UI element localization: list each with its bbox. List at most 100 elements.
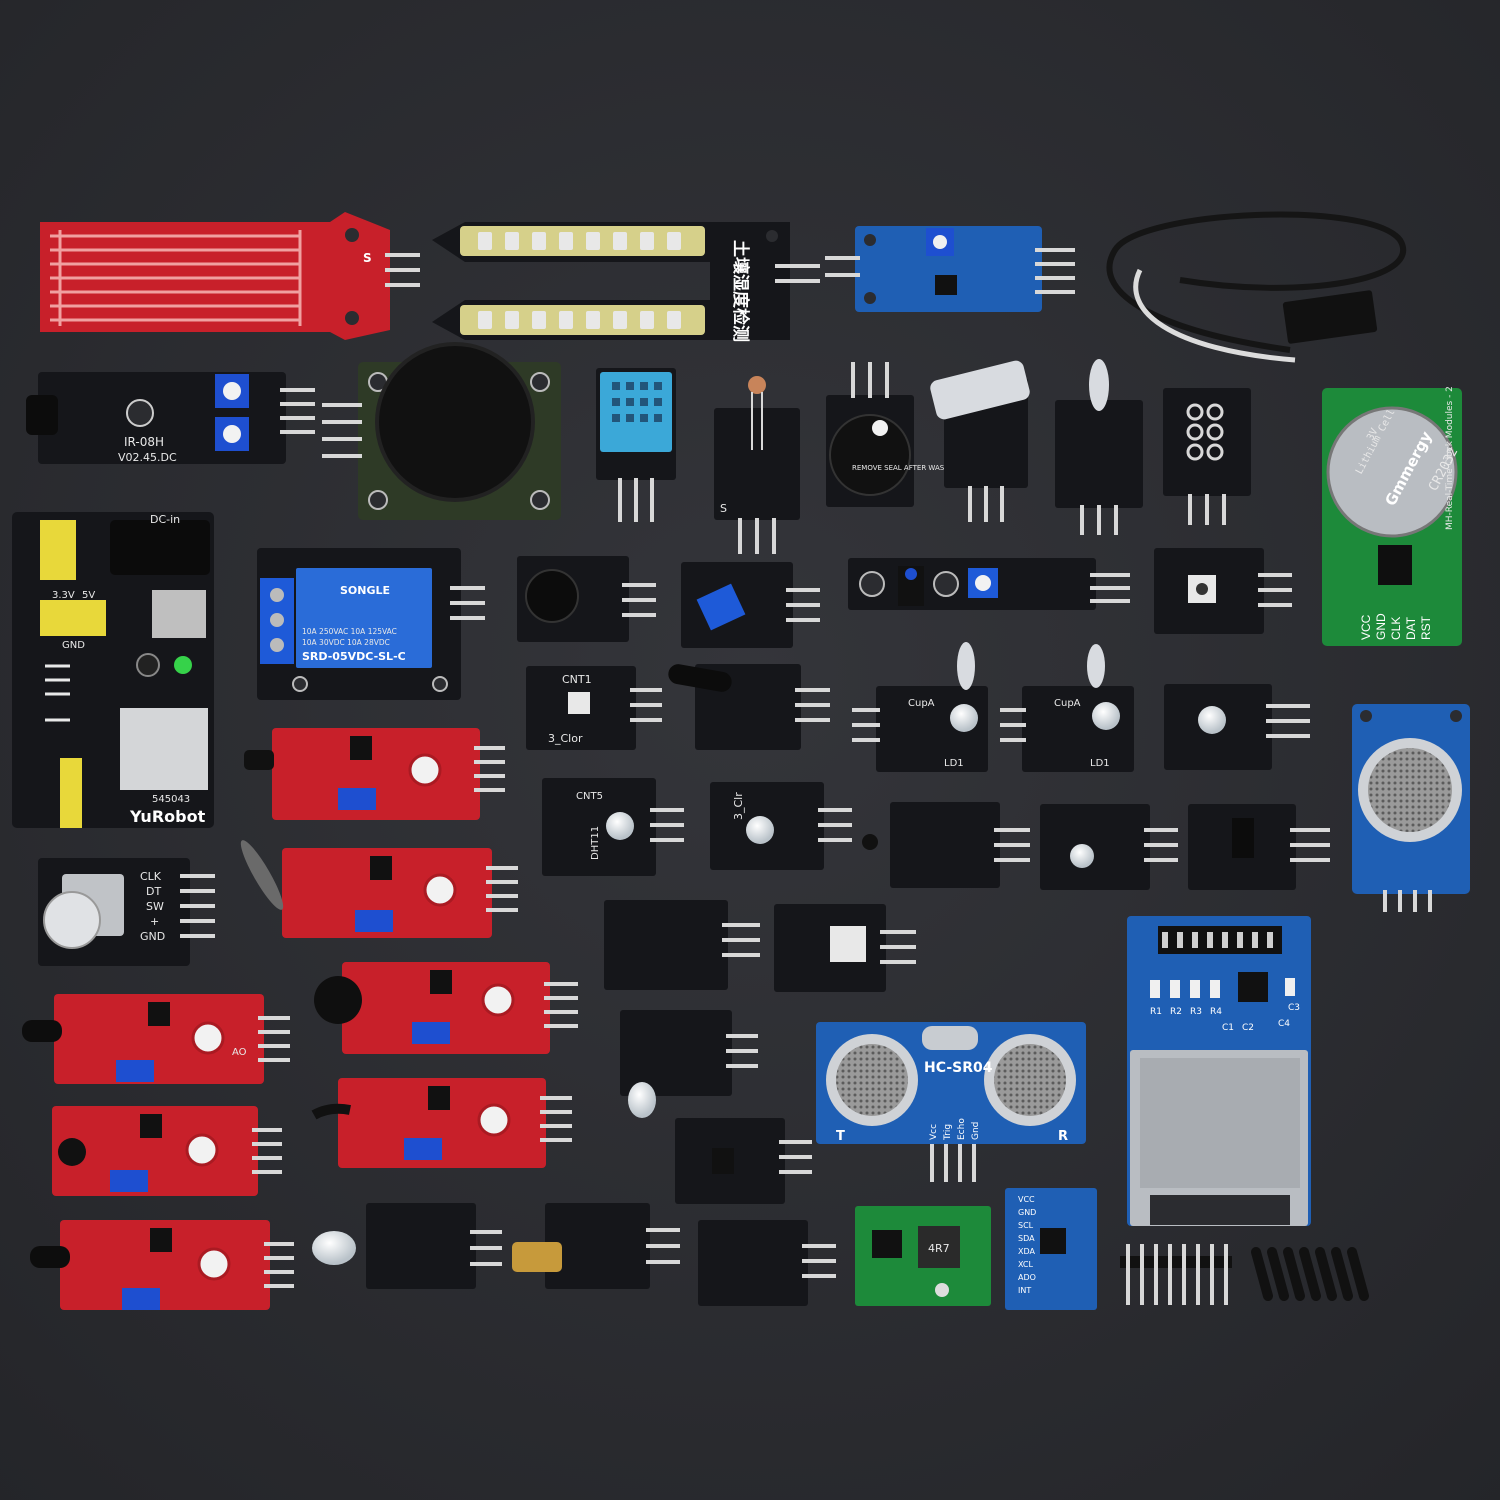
sd-label-r4: R4 bbox=[1210, 1007, 1222, 1017]
rtc-clock-module: Gmmergy CR2032 Lithium Cell 3V MH-Real-T… bbox=[1322, 386, 1462, 646]
flame-sensor-module-2 bbox=[30, 1220, 294, 1310]
hc-pin-gnd: Gnd bbox=[971, 1122, 981, 1140]
smd-rgb-led-module: CNT1 3_Clor bbox=[526, 666, 662, 750]
buck-label: 4R7 bbox=[928, 1242, 950, 1255]
encoder-pin-sw: SW bbox=[146, 900, 164, 913]
relay-model: SRD-05VDC-SL-C bbox=[302, 650, 406, 663]
relay-spec1: 10A 250VAC 10A 125VAC bbox=[302, 627, 397, 636]
magic-cup-module-1: CupA LD1 bbox=[852, 642, 988, 772]
rtc-battery-volt: 3V bbox=[1365, 427, 1380, 443]
rtc-pin-clk: CLK bbox=[1389, 617, 1403, 640]
flash-led-module bbox=[1164, 684, 1310, 770]
rtc-board-label: MH-Real-Time Clock Modules - 2 bbox=[1445, 386, 1455, 530]
dht11-label: DHT11 bbox=[590, 826, 601, 860]
soil-probe-label: 土壤湿度检测 bbox=[730, 240, 751, 342]
relay-module: SONGLE 10A 250VAC 10A 125VAC 10A 30VDC 1… bbox=[257, 548, 485, 700]
gyro-pin-scl: SCL bbox=[1018, 1221, 1034, 1230]
power-33v: 3.3V bbox=[52, 590, 75, 601]
sd-label-c3: C3 bbox=[1288, 1003, 1300, 1013]
gyro-pin-vcc: VCC bbox=[1018, 1195, 1035, 1204]
gyro-pin-xcl: XCL bbox=[1018, 1260, 1033, 1269]
hc-pin-echo: Echo bbox=[957, 1118, 967, 1140]
rgb1-label: 3_Clor bbox=[548, 732, 583, 745]
relay-spec2: 10A 30VDC 10A 28VDC bbox=[302, 638, 390, 647]
cnt5-label: CNT5 bbox=[576, 791, 603, 802]
cupa1-label: CupA bbox=[908, 698, 935, 709]
gyro-pin-xda: XDA bbox=[1018, 1247, 1036, 1256]
ir-board-label: IR-08H bbox=[124, 435, 164, 449]
line-tracking-module bbox=[848, 558, 1130, 610]
power-dc-in: DC-in bbox=[150, 513, 180, 526]
rotary-encoder-module: CLK DT SW + GND bbox=[38, 858, 215, 966]
hc-pin-vcc: Vcc bbox=[929, 1124, 939, 1140]
temp-sensor-module bbox=[244, 728, 505, 820]
rgb-led-module: 3_Clr bbox=[710, 782, 852, 870]
laser-module bbox=[512, 1203, 680, 1289]
sd-card-module: R1 R2 R3 R4 C1 C2 C3 C4 bbox=[1127, 916, 1311, 1226]
ld1-label: LD1 bbox=[944, 758, 964, 769]
cupa2-label: CupA bbox=[1054, 698, 1081, 709]
rtc-pin-gnd: GND bbox=[1374, 613, 1388, 640]
gyro-pin-gnd: GND bbox=[1018, 1208, 1036, 1217]
soil-moisture-probe: 土壤湿度检测 bbox=[432, 222, 820, 342]
small-ir-sensor-module bbox=[675, 1118, 812, 1204]
jumper-cable bbox=[1106, 211, 1406, 363]
tilt-switch-module bbox=[930, 360, 1030, 522]
sound-sensor-module-big bbox=[314, 962, 578, 1054]
light-blocking-module bbox=[698, 1220, 836, 1306]
ldr-pin-s: S bbox=[720, 502, 727, 515]
analog-temp-module bbox=[862, 802, 1030, 888]
right-angle-pin-header bbox=[1251, 1247, 1369, 1301]
reed-switch-module bbox=[240, 840, 518, 938]
sd-label-r3: R3 bbox=[1190, 1007, 1202, 1017]
sound-sensor-module-small bbox=[52, 1106, 282, 1196]
breadboard-power-module: DC-in 3.3V 5V GND 545043 YuRobot bbox=[12, 512, 214, 828]
buck-converter-module: 4R7 bbox=[855, 1206, 991, 1306]
power-gnd: GND bbox=[62, 640, 85, 651]
potentiometer-module bbox=[681, 562, 820, 648]
dht11-board-module: CNT5 DHT11 bbox=[542, 778, 684, 876]
water-pin-s: S bbox=[363, 251, 372, 265]
knock-sensor-module bbox=[1040, 804, 1178, 890]
encoder-pin-gnd: GND bbox=[140, 930, 165, 943]
rtc-pin-vcc: VCC bbox=[1359, 614, 1373, 640]
rtc-pin-rst: RST bbox=[1419, 615, 1433, 640]
digital-temp-module bbox=[311, 1078, 572, 1168]
passive-buzzer-module bbox=[517, 556, 656, 642]
rgb1-cnt: CNT1 bbox=[562, 673, 592, 686]
heartbeat-module bbox=[604, 900, 760, 990]
active-buzzer-module: REMOVE SEAL AFTER WASHING bbox=[826, 362, 962, 507]
encoder-pin-plus: + bbox=[150, 915, 159, 928]
encoder-pin-clk: CLK bbox=[140, 870, 162, 883]
flame1-ao: AO bbox=[232, 1047, 247, 1058]
photo-interrupter-module bbox=[774, 904, 916, 992]
soil-moisture-module bbox=[825, 226, 1075, 312]
two-color-led-module bbox=[312, 1203, 502, 1289]
dht11-module bbox=[596, 368, 676, 522]
sd-label-r2: R2 bbox=[1170, 1007, 1182, 1017]
photoresistor-module: S bbox=[714, 376, 800, 554]
ir-receiver-module bbox=[668, 664, 830, 750]
water-level-sensor: S bbox=[40, 212, 420, 340]
mercury-switch-module bbox=[1055, 359, 1143, 535]
rgb2-label: 3_Clr bbox=[732, 792, 745, 820]
sd-label-c1: C1 bbox=[1222, 1023, 1234, 1033]
ld2-label: LD1 bbox=[1090, 758, 1110, 769]
ultrasonic-t: T bbox=[836, 1129, 845, 1144]
buzzer-sticker: REMOVE SEAL AFTER WASHING bbox=[852, 464, 962, 472]
ultrasonic-label: HC-SR04 bbox=[924, 1060, 993, 1076]
power-brand: YuRobot bbox=[129, 807, 206, 826]
gas-sensor-mq-module bbox=[1352, 704, 1470, 912]
button-module bbox=[1154, 548, 1292, 634]
gyro-accelerometer-module: VCC GND SCL SDA XDA XCL ADO INT bbox=[1005, 1188, 1097, 1310]
ultrasonic-r: R bbox=[1058, 1129, 1068, 1144]
flame-sensor-module-1: AO bbox=[22, 994, 290, 1084]
hc-pin-trig: Trig bbox=[943, 1124, 953, 1141]
power-model: 545043 bbox=[152, 794, 190, 805]
ir-voltage-label: V02.45.DC bbox=[118, 451, 177, 464]
power-5v: 5V bbox=[82, 590, 95, 601]
ir-transmitter-module bbox=[620, 1010, 758, 1118]
touch-module bbox=[1163, 388, 1251, 525]
hall-sensor-module bbox=[1188, 804, 1330, 890]
